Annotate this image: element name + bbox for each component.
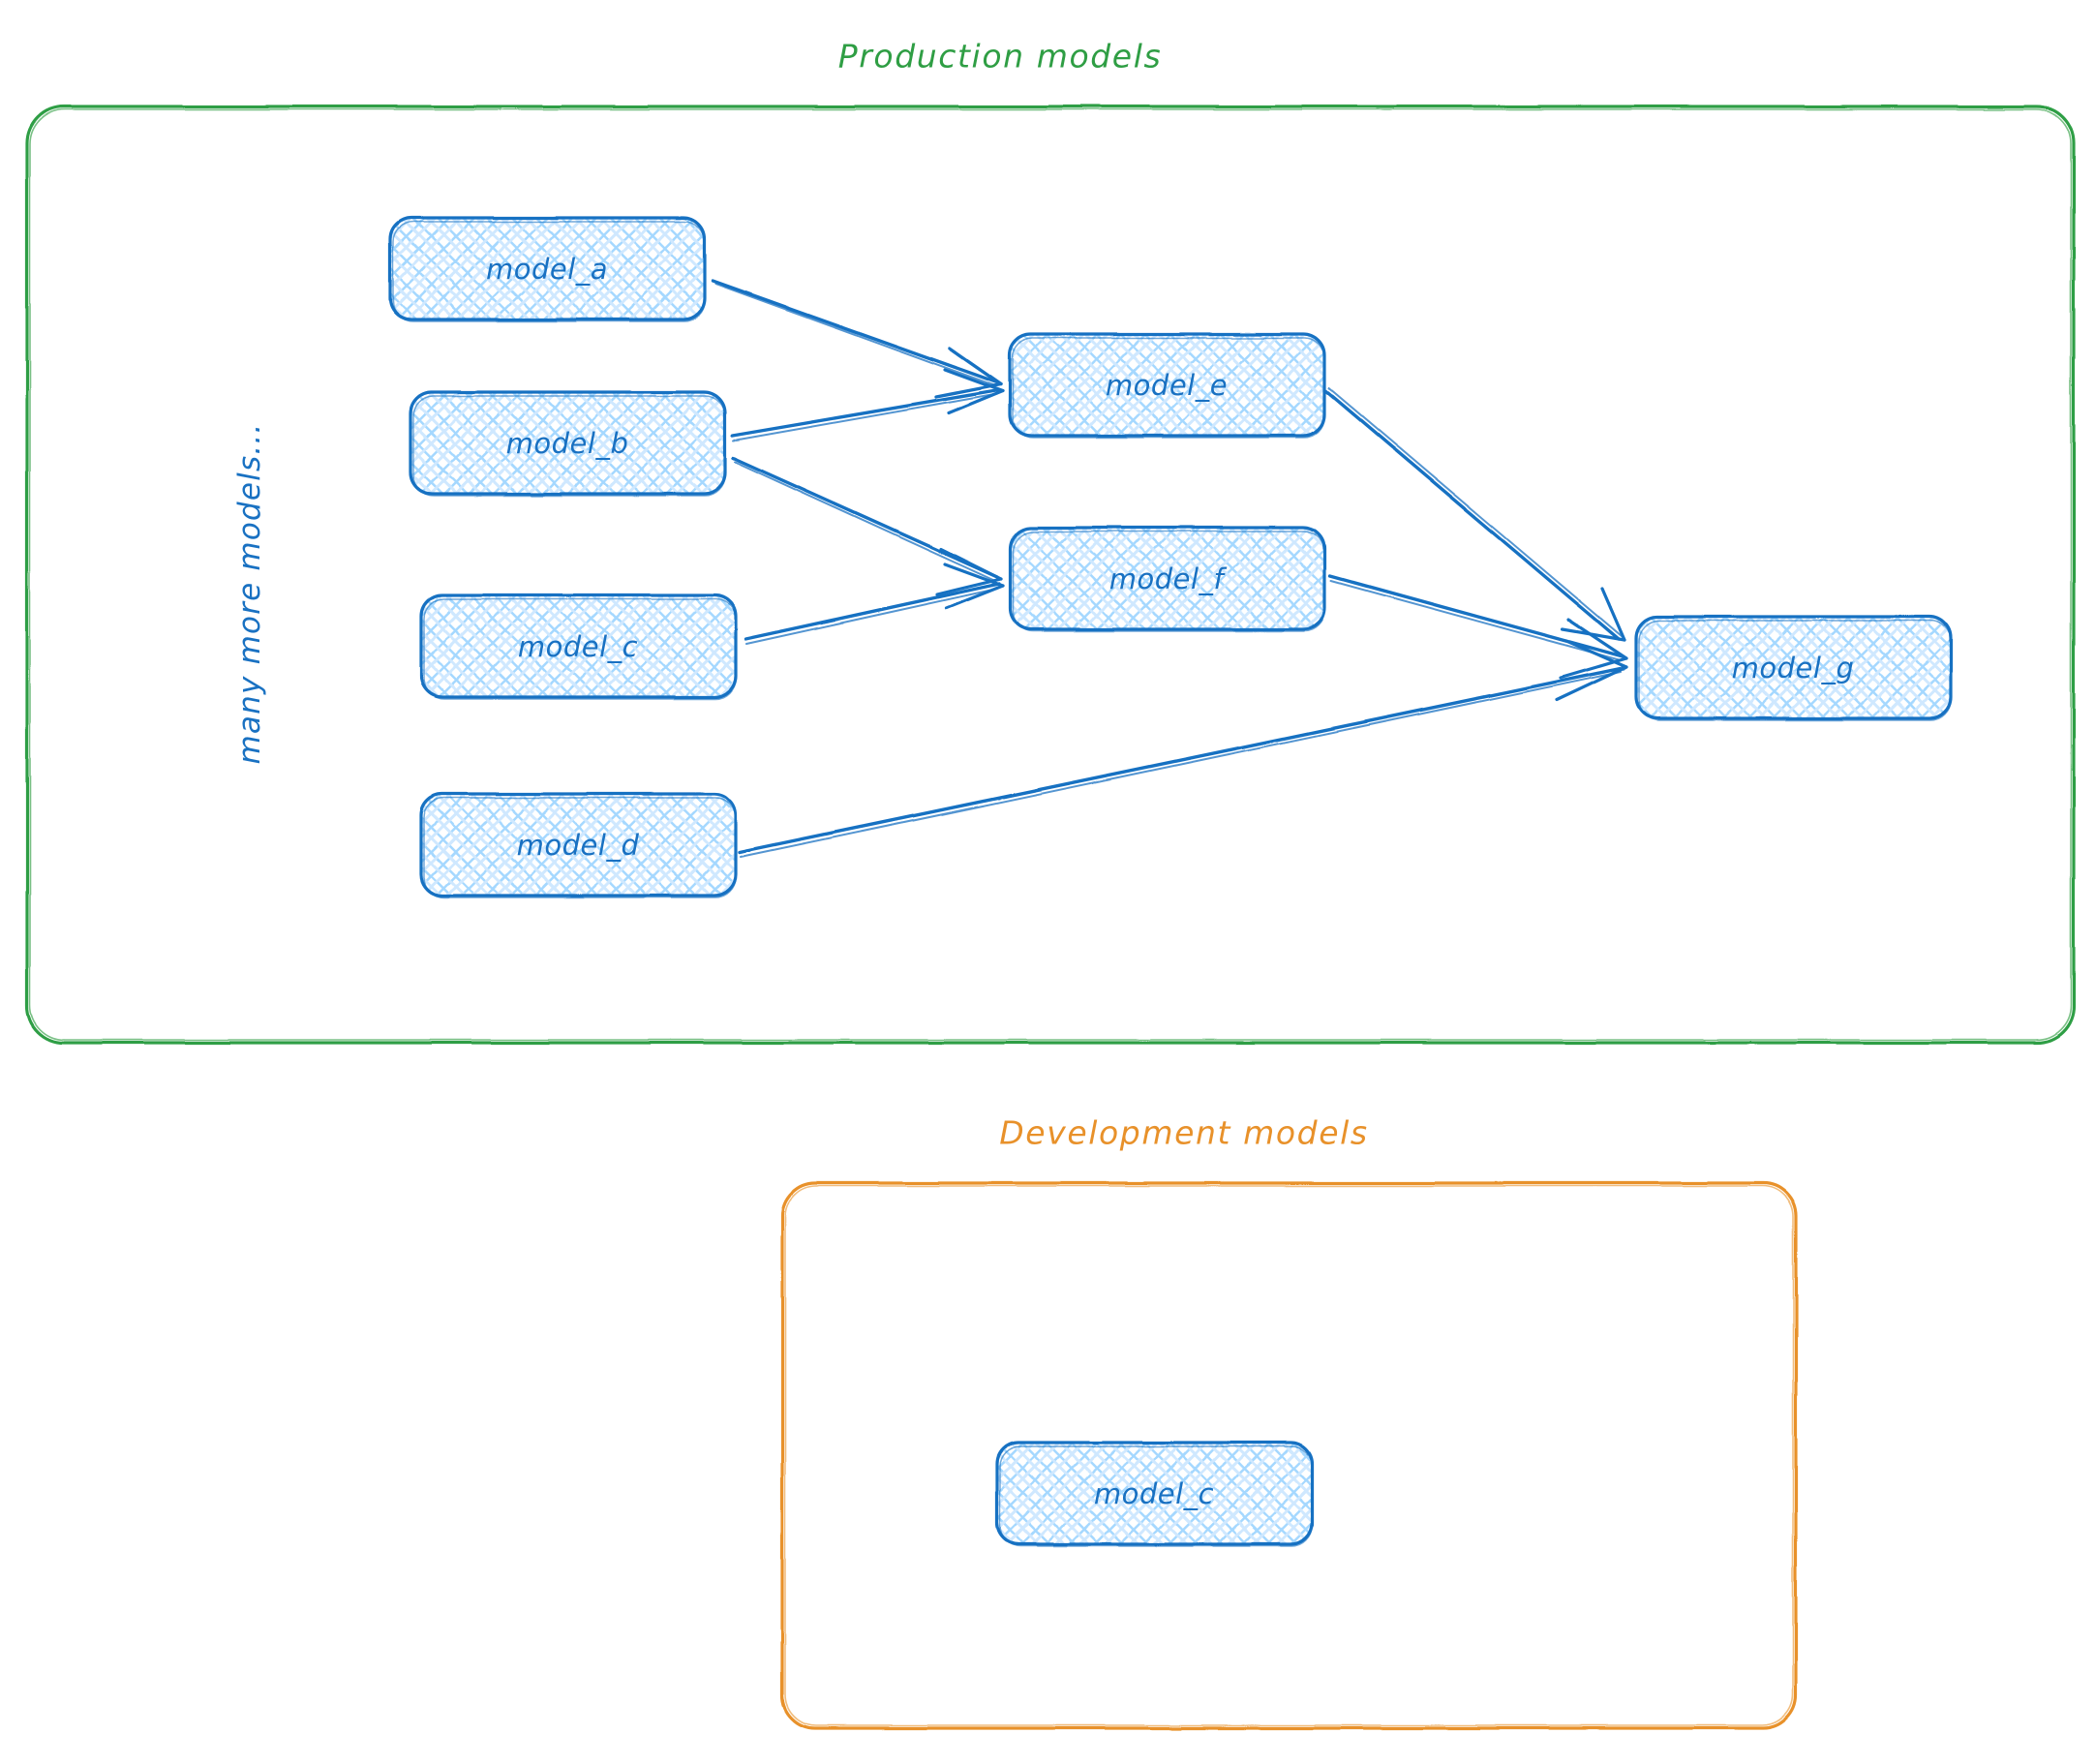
node-model-c-dev[interactable]	[995, 1441, 1314, 1547]
group-production-border	[25, 105, 2076, 1045]
node-model-b[interactable]	[409, 390, 727, 497]
edge-model-b-to-model-f	[731, 456, 1003, 596]
edge-model-b-to-model-e	[730, 368, 1005, 441]
edge-model-d-to-model-g	[738, 639, 1628, 858]
edge-model-f-to-model-g	[1328, 574, 1628, 680]
group-development-border	[780, 1181, 1798, 1730]
edge-model-a-to-model-e	[711, 279, 1003, 399]
node-model-c[interactable]	[419, 593, 738, 700]
node-model-d[interactable]	[419, 792, 738, 898]
node-model-e[interactable]	[1008, 332, 1326, 439]
node-model-a[interactable]	[388, 216, 707, 322]
edges-group	[711, 279, 1628, 858]
node-model-g[interactable]	[1634, 615, 1953, 721]
nodes-group	[388, 216, 1953, 1547]
edge-model-e-to-model-g	[1324, 387, 1626, 642]
node-model-f[interactable]	[1008, 526, 1326, 632]
edge-model-c-to-model-f	[744, 563, 1005, 645]
